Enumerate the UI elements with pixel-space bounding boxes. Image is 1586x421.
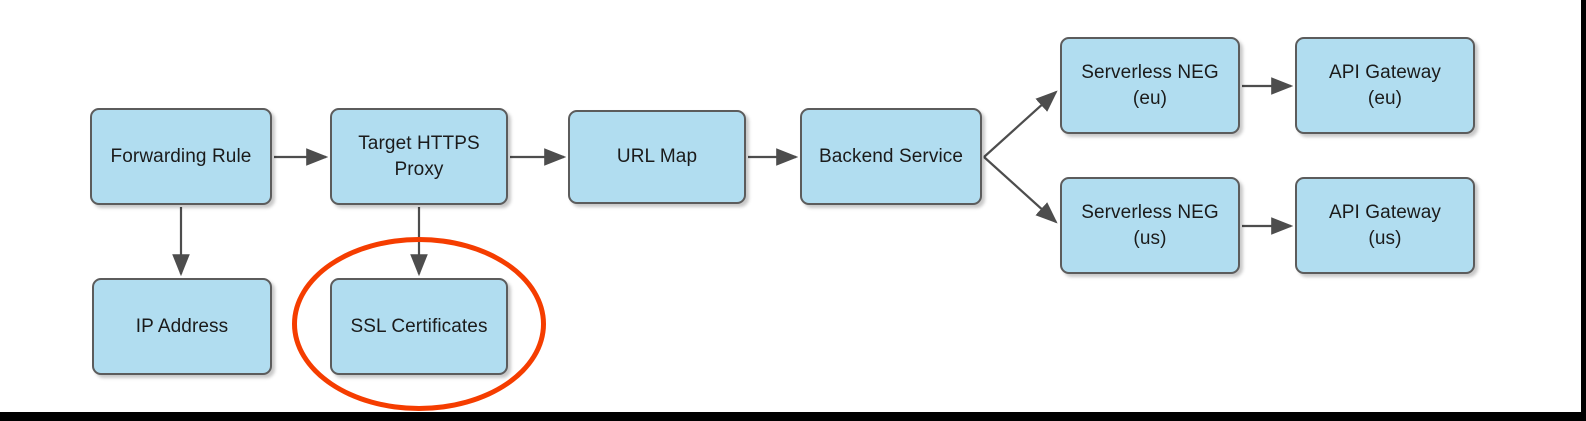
edge-backend-service-to-serverless-neg-us (983, 156, 1058, 224)
node-api-gateway-us-label: API Gateway (us) (1329, 202, 1441, 249)
edge-backend-service-to-serverless-neg-eu (983, 90, 1058, 158)
node-serverless-neg-us-label: Serverless NEG (us) (1081, 202, 1219, 249)
node-api-gateway-eu[interactable]: API Gateway (eu) (1295, 37, 1475, 134)
node-forwarding-rule-label: Forwarding Rule (110, 145, 252, 167)
node-target-https-proxy-label: Target HTTPS Proxy (358, 133, 480, 180)
node-ssl-certificates-label: SSL Certificates (350, 315, 488, 337)
node-forwarding-rule[interactable]: Forwarding Rule (90, 108, 272, 205)
node-serverless-neg-eu-label: Serverless NEG (eu) (1081, 62, 1219, 109)
node-backend-service[interactable]: Backend Service (800, 108, 982, 205)
node-target-https-proxy[interactable]: Target HTTPS Proxy (330, 108, 508, 205)
node-ip-address[interactable]: IP Address (92, 278, 272, 375)
node-api-gateway-us[interactable]: API Gateway (us) (1295, 177, 1475, 274)
node-ip-address-label: IP Address (135, 315, 229, 337)
node-url-map-label: URL Map (616, 146, 698, 168)
page-edge-right (1581, 0, 1586, 421)
node-serverless-neg-eu[interactable]: Serverless NEG (eu) (1060, 37, 1240, 134)
node-ssl-certificates[interactable]: SSL Certificates (330, 278, 508, 375)
node-api-gateway-eu-label: API Gateway (eu) (1329, 62, 1441, 109)
node-url-map[interactable]: URL Map (568, 110, 746, 204)
page-edge-bottom (0, 412, 1586, 421)
node-serverless-neg-us[interactable]: Serverless NEG (us) (1060, 177, 1240, 274)
node-backend-service-label: Backend Service (818, 145, 964, 167)
